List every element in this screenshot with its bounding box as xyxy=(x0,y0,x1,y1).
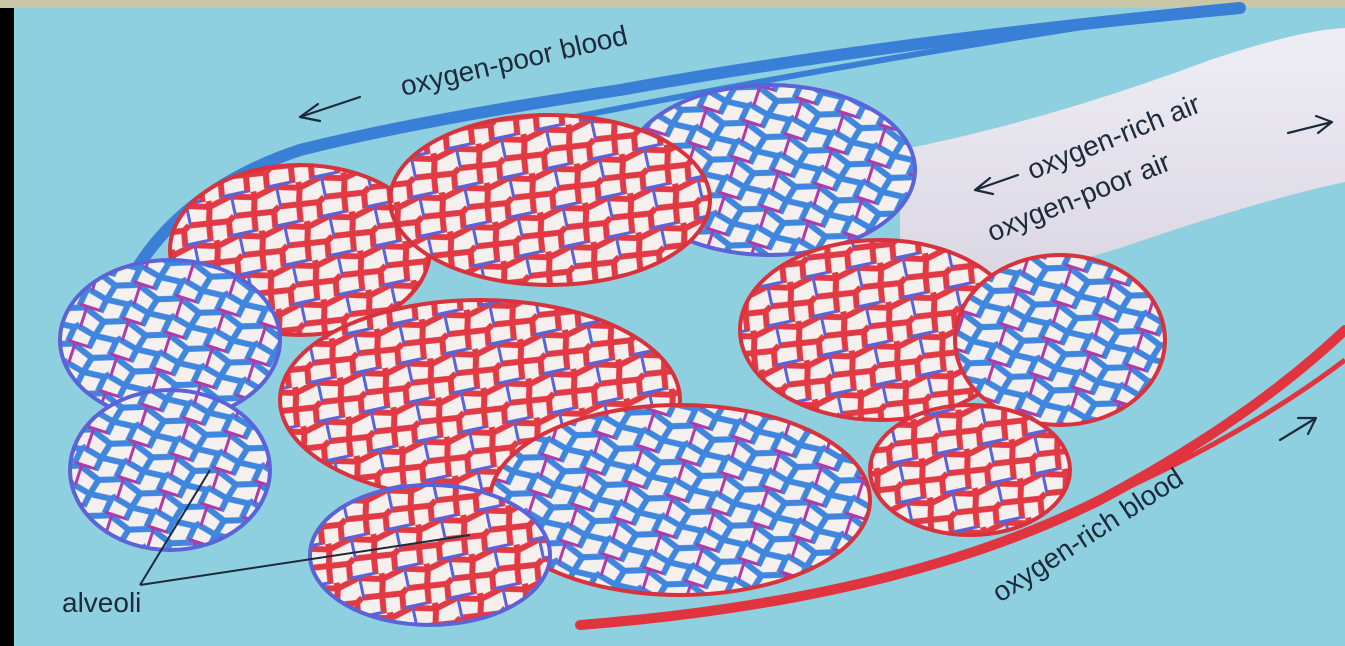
alveolus xyxy=(70,390,270,550)
top-edge xyxy=(0,0,1345,8)
alveolus xyxy=(390,115,710,285)
alveolus xyxy=(870,405,1070,535)
label-alveoli: alveoli xyxy=(62,587,141,618)
alveolus xyxy=(955,255,1165,425)
alveolus xyxy=(310,485,550,625)
